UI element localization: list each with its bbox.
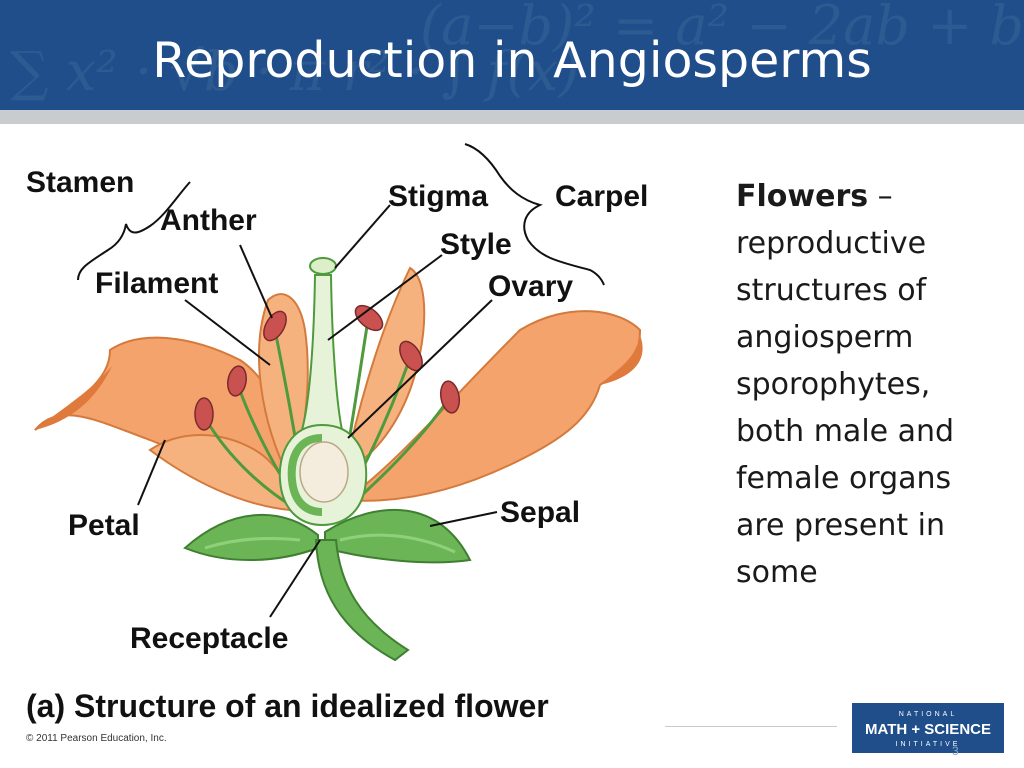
label-stigma: Stigma: [388, 180, 488, 213]
leader-lines: [137, 204, 498, 618]
label-anther: Anther: [160, 204, 257, 237]
logo-line-math-science: MATH + SCIENCE: [865, 721, 991, 738]
flower-diagram: Stamen Anther Filament Stigma Style Ovar…: [26, 143, 648, 662]
left-sepal-vein: [204, 536, 301, 550]
term-dash: –: [868, 179, 893, 214]
label-receptacle: Receptacle: [130, 622, 288, 655]
term-definition: reproductive structures of angiosperm sp…: [736, 226, 955, 590]
nmsi-logo: NATIONAL MATH + SCIENCE INITIATIVE: [852, 703, 1004, 753]
label-style: Style: [440, 228, 512, 261]
back-center-petal: [343, 266, 426, 472]
copyright-notice: © 2011 Pearson Education, Inc.: [26, 733, 167, 744]
right-sepal-vein: [339, 533, 456, 554]
background-formula-pattern-2: ∑ x² · √b · π r² · ∫ f(x): [10, 40, 580, 103]
term-flowers: Flowers: [736, 179, 869, 214]
background-formula-pattern: (a−b)² = a² − 2ab + b² sin α: [420, 0, 1024, 57]
stem: [314, 539, 410, 662]
logo-line-national: NATIONAL: [898, 711, 958, 718]
title-banner: (a−b)² = a² − 2ab + b² sin α ∑ x² · √b ·…: [0, 0, 1024, 110]
label-stamen: Stamen: [26, 166, 134, 199]
figure-caption: (a) Structure of an idealized flower: [26, 688, 549, 724]
carpel-bracket: [464, 143, 605, 286]
label-filament: Filament: [95, 267, 218, 300]
label-petal: Petal: [68, 509, 140, 542]
label-ovary: Ovary: [488, 270, 573, 303]
right-petal-shadow: [600, 335, 643, 385]
stigma-tip: [309, 257, 337, 275]
definition-text: Flowers – reproductive structures of ang…: [736, 173, 1006, 596]
stamen-bracket: [77, 181, 191, 281]
label-carpel: Carpel: [555, 180, 648, 213]
slide-title: Reproduction in Angiosperms: [152, 32, 872, 89]
ovule: [299, 441, 349, 503]
slide-number: 3: [952, 744, 959, 758]
label-sepal: Sepal: [500, 496, 580, 529]
logo-line-initiative: INITIATIVE: [895, 741, 961, 748]
ovary-inner-wall: [287, 434, 323, 516]
footer-rule: [665, 726, 837, 727]
left-sepal: [183, 513, 319, 561]
header-rule: [0, 110, 1024, 124]
